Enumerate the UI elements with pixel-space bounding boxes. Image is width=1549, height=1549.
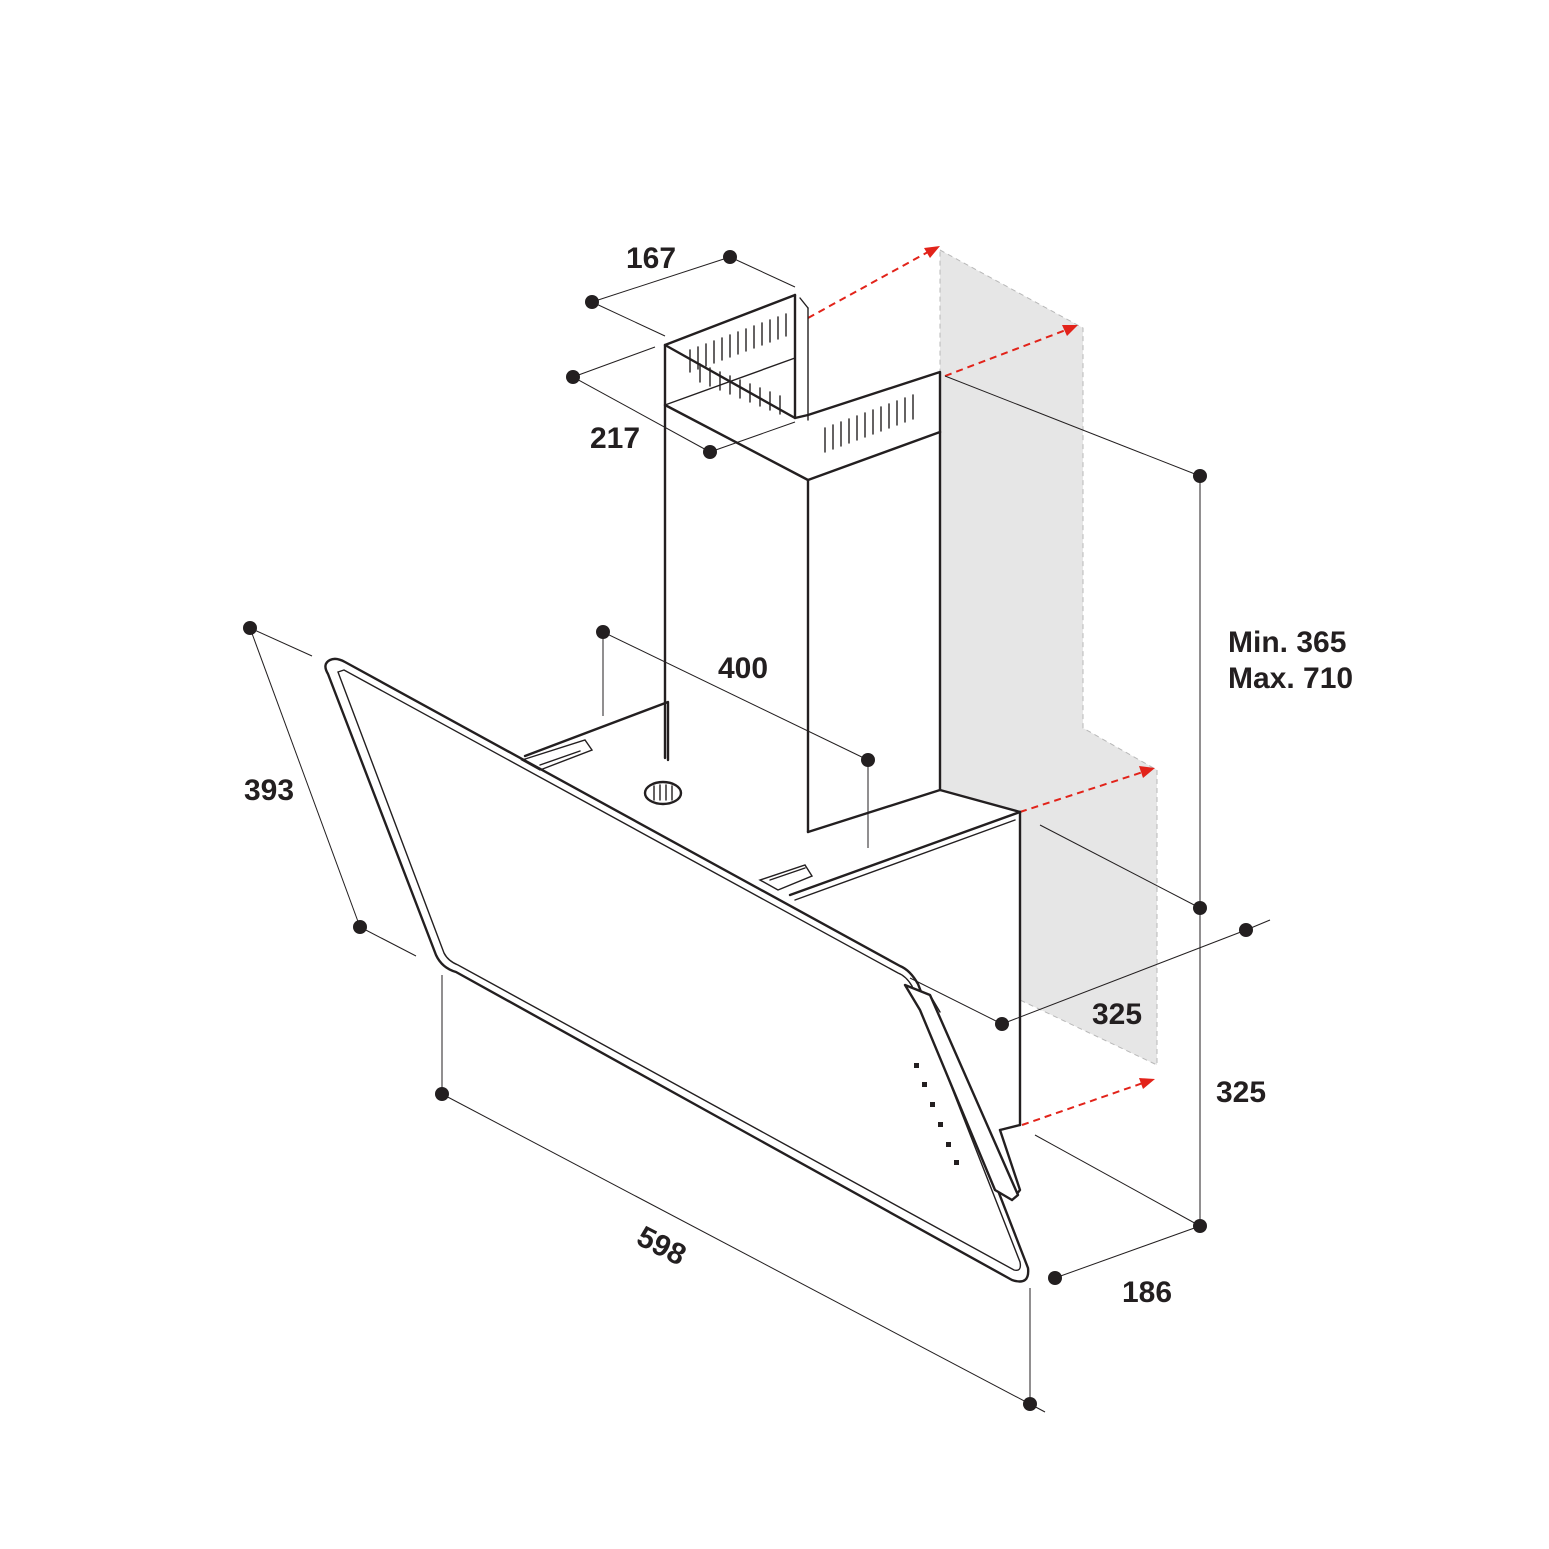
label-total-width: 598 <box>632 1220 692 1272</box>
chimney-vent-slots <box>689 313 914 453</box>
dimension-dots <box>243 250 1253 1411</box>
label-body-height: 325 <box>1216 1076 1266 1109</box>
wall-mount-arrows <box>807 246 1155 1126</box>
label-duct-spacing: 400 <box>718 652 768 685</box>
mounting-bracket-right <box>758 864 814 891</box>
label-panel-height: 393 <box>244 774 294 807</box>
label-height-max: Max. 710 <box>1228 662 1353 695</box>
wall-outline <box>939 249 1158 1066</box>
label-chimney-width: 217 <box>590 422 640 455</box>
label-height-min: Min. 365 <box>1228 626 1346 659</box>
label-body-depth: 325 <box>1092 998 1142 1031</box>
filter-grille-icon <box>643 780 683 806</box>
control-buttons <box>914 1063 959 1165</box>
label-chimney-depth: 167 <box>626 242 676 275</box>
glass-panel <box>324 657 1030 1283</box>
label-bottom-depth: 186 <box>1122 1276 1172 1309</box>
chimney <box>663 293 942 834</box>
